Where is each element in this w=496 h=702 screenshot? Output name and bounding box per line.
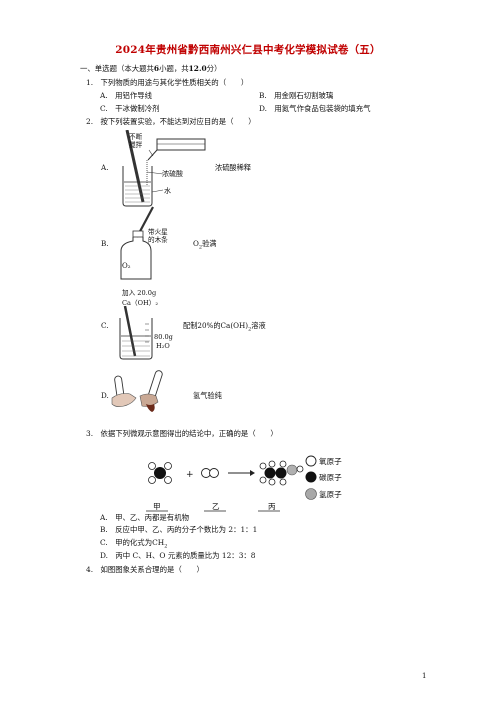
label-underline: [146, 510, 280, 512]
label-jia: 甲: [153, 502, 161, 511]
plus-sign: +: [186, 470, 194, 480]
q1-option-d: D. 用氮气作食品包装袋的填充气: [259, 104, 371, 113]
molecule-bing: [259, 460, 304, 486]
section-heading: 一、单选题（本大题共6小题，共12.0分）: [80, 64, 221, 74]
section-prefix: 一、单选题（本大题共: [80, 64, 154, 73]
q2-b-splint-label: 带火星 的木条: [148, 228, 168, 244]
legend-oxygen-label: 氧原子: [319, 457, 342, 466]
q3-option-c-text: C. 甲的化式为CH: [100, 538, 165, 547]
calcium-hydroxide-solution-figure: [119, 306, 153, 360]
q2-b-caption-sub: 2: [198, 244, 203, 251]
section-score: 12.0: [188, 64, 207, 73]
q3-option-b: B. 反应中甲、乙、丙的分子个数比为 2：1：1: [100, 525, 258, 534]
q3-option-a: A. 甲、乙、丙都是有机物: [100, 513, 189, 522]
oxygen-full-test-figure: [120, 206, 154, 280]
q1-stem: 1. 下列物质的用途与其化学性质相关的（ ）: [86, 78, 249, 87]
page-number: 1: [422, 672, 427, 680]
q2-a-stir-label: 不断 搅拌: [129, 133, 143, 149]
atom-legend-swatches: [305, 455, 317, 500]
label-yi: 乙: [212, 502, 220, 511]
hydrogen-purity-test-figure: [111, 370, 163, 412]
q2-stem: 2. 按下列装置实验，不能达到对应目的是（ ）: [86, 117, 256, 126]
q2-b-caption-main: O: [193, 239, 199, 248]
section-middle: 小题，共: [159, 64, 189, 73]
q2-c-caption-sub: 2: [248, 326, 252, 333]
q3-option-c-sub: 2: [164, 543, 168, 550]
q2-c-add-label-2: Ca（OH）₂: [122, 299, 158, 307]
q1-option-a: A. 用铝作导线: [100, 91, 153, 100]
q2-c-caption: 配制20%的Ca(OH)2溶液: [183, 321, 266, 332]
q2-a-acid-label: 浓硫酸: [162, 170, 183, 178]
micro-reaction-diagram: [148, 460, 304, 486]
molecule-yi: [201, 468, 219, 478]
q2-c-water-label-2: H₂O: [156, 342, 170, 350]
q2-c-add-label-1: 加入 20.0g: [122, 289, 157, 297]
q2-c-letter: C.: [101, 321, 109, 330]
q2-a-water-label: 水: [164, 187, 171, 195]
q2-c-caption-pre: 配制20%的Ca(OH): [183, 321, 249, 330]
q2-b-caption: O2验满: [193, 239, 216, 250]
q3-stem: 3. 依据下列微观示意图得出的结论中，正确的是（ ）: [86, 429, 278, 438]
section-count: 6: [153, 64, 160, 73]
q1-option-c: C. 干冰做制冷剂: [100, 104, 160, 113]
molecule-jia: [148, 462, 172, 484]
q2-c-caption-tail: 溶液: [251, 321, 266, 330]
q2-a-letter: A.: [101, 163, 109, 172]
q4-stem: 4. 如图图象关系合理的是（ ）: [86, 565, 204, 574]
q2-c-water-label-1: 80.0g: [154, 333, 173, 341]
q2-d-letter: D.: [101, 391, 109, 400]
q2-b-caption-tail: 验满: [202, 239, 217, 248]
sulfuric-acid-dilution-figure: [122, 130, 206, 207]
q3-option-c: C. 甲的化式为CH2: [100, 538, 167, 551]
legend-hydrogen-label: 氢原子: [319, 490, 342, 499]
legend-carbon-label: 碳原子: [319, 473, 342, 482]
q2-d-caption: 氢气验纯: [193, 391, 222, 400]
q2-b-letter: B.: [101, 239, 109, 248]
q2-b-o2-label: O₂: [122, 262, 131, 270]
q2-a-caption: 浓硫酸稀释: [215, 163, 251, 172]
q3-option-d: D. 丙中 C、H、O 元素的质量比为 12：3：8: [100, 551, 256, 560]
q1-option-b: B. 用金刚石切割玻璃: [259, 91, 334, 100]
label-bing: 丙: [268, 502, 276, 511]
page-title: 2024年贵州省黔西南州兴仁县中考化学模拟试卷（五）: [115, 44, 381, 56]
section-suffix: 分）: [206, 64, 222, 73]
